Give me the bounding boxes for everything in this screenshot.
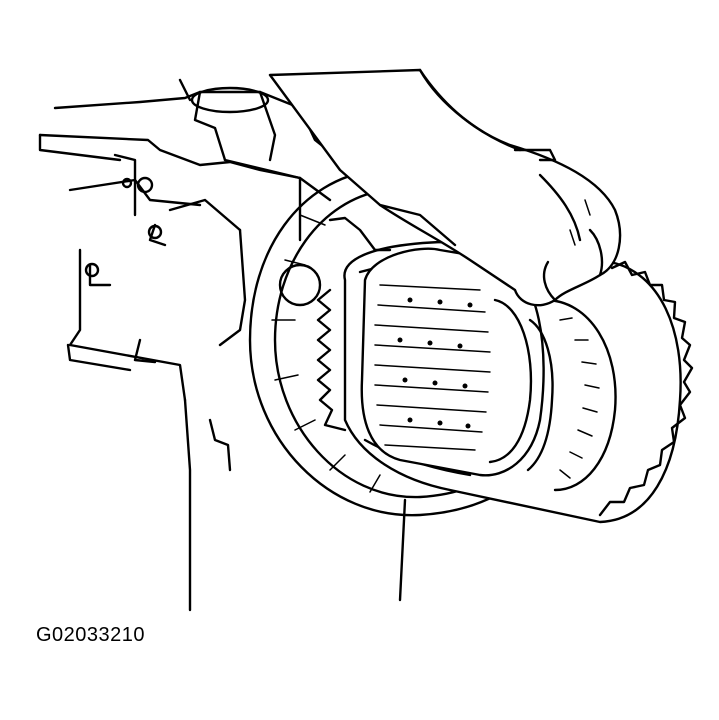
figure-code: G02033210 xyxy=(36,624,146,646)
bearing-race xyxy=(526,298,617,492)
transmission-case xyxy=(38,78,407,612)
case-ring xyxy=(248,168,522,517)
clutch-hub xyxy=(360,247,545,477)
technician-hand xyxy=(268,68,622,307)
